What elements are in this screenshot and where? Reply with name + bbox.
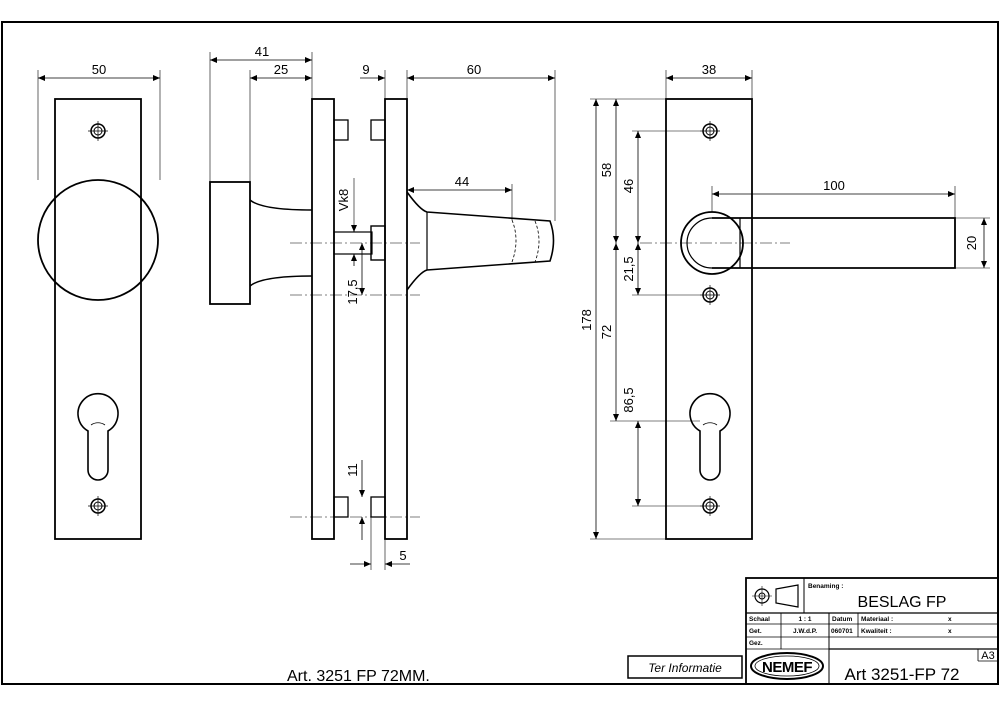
side-plate-left <box>311 98 335 540</box>
dim-spindle-to-cylinder: 72 <box>599 325 614 339</box>
side-knob-neck <box>249 199 313 287</box>
dim-screw-head: 11 <box>345 463 360 477</box>
keyhole-inner <box>90 422 106 426</box>
schaal-label: Schaal <box>749 616 770 623</box>
article-note: Art. 3251 FP 72MM. <box>287 668 430 685</box>
dim-front-width: 50 <box>92 62 106 77</box>
dim-plate-height: 178 <box>579 309 594 331</box>
cylinder-keyhole <box>689 392 731 481</box>
logo-text: NEMEF <box>762 659 812 676</box>
lever-plate-outline <box>665 98 753 540</box>
sheet-size: A3 <box>981 650 994 662</box>
ter-informatie-box <box>627 655 743 679</box>
dim-spindle-to-screw: 21,5 <box>621 256 636 281</box>
get-value: J.W.d.P. <box>793 628 817 635</box>
dim-side-lever-grip: 44 <box>455 174 469 189</box>
side-knob-rose <box>209 181 251 305</box>
materiaal-value: x <box>948 616 952 623</box>
dim-screw-to-spindle: 46 <box>621 179 636 193</box>
ter-informatie-label: Ter Informatie <box>648 661 722 675</box>
schaal-value: 1 : 1 <box>798 616 811 623</box>
dim-side-depth-knob: 25 <box>274 62 288 77</box>
knob-circle <box>37 179 159 301</box>
projection-symbol-icon <box>752 584 799 608</box>
screw-icon <box>700 496 720 516</box>
dim-side-depth-total: 41 <box>255 44 269 59</box>
kwaliteit-value: x <box>948 628 952 635</box>
drawing-frame <box>1 21 999 685</box>
dim-side-plate-gap: 9 <box>362 62 369 77</box>
front-view-knob-plate: 50 <box>37 62 161 540</box>
dim-top-to-spindle: 58 <box>599 163 614 177</box>
screw-icon <box>700 285 720 305</box>
dim-spindle-offset: 17,5 <box>345 279 360 304</box>
side-view: 41 25 9 60 44 Vk8 17,5 11 5 <box>209 44 556 570</box>
dim-side-lever-depth: 60 <box>467 62 481 77</box>
screw-icon <box>700 121 720 141</box>
lever-handle <box>712 217 956 269</box>
materiaal-label: Materiaal : <box>861 616 893 623</box>
dim-spindle: Vk8 <box>336 189 351 211</box>
dim-lever-thickness: 20 <box>964 236 979 250</box>
get-label: Get. <box>749 628 762 635</box>
dim-screw-to-cylinder: 86,5 <box>621 387 636 412</box>
screw-icon <box>88 496 108 516</box>
gez-label: Gez. <box>749 640 763 647</box>
front-view-lever-plate: 38 100 20 178 58 46 21,5 72 86,5 <box>579 62 990 540</box>
cylinder-keyhole <box>77 392 119 481</box>
drawing-title: BESLAG FP <box>858 594 947 611</box>
date-value: 060701 <box>831 628 853 635</box>
title-block: Benaming : BESLAG FP Schaal 1 : 1 Datum … <box>745 577 999 685</box>
datum-label: Datum <box>832 616 852 623</box>
dim-lever-length: 100 <box>823 178 845 193</box>
benaming-label: Benaming : <box>808 583 843 590</box>
dim-screw-tip: 5 <box>399 548 406 563</box>
knob-plate-outline <box>54 98 142 540</box>
nemef-logo: NEMEF <box>750 652 824 680</box>
kwaliteit-label: Kwaliteit : <box>861 628 892 635</box>
dim-lever-plate-width: 38 <box>702 62 716 77</box>
screw-icon <box>88 121 108 141</box>
side-plate-right <box>384 98 408 540</box>
side-lever-profile <box>406 191 555 291</box>
title-block-article: Art 3251-FP 72 <box>845 665 960 684</box>
